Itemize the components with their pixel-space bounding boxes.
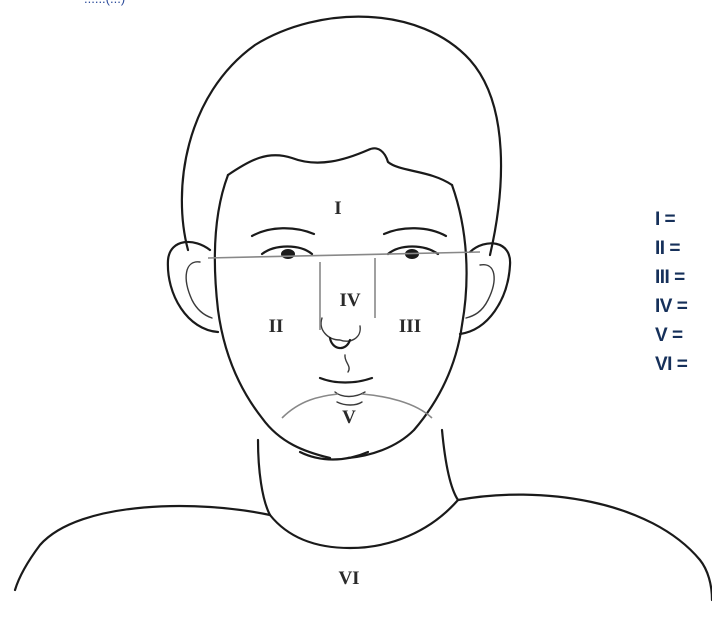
legend-item: III =	[655, 263, 687, 292]
legend-item: V =	[655, 321, 687, 350]
region-legend: I = II = III = IV = V = VI =	[655, 205, 687, 379]
region-label-chin: V	[342, 407, 356, 428]
region-label-forehead: I	[334, 198, 341, 219]
region-label-neck: VI	[338, 568, 359, 589]
legend-item: VI =	[655, 350, 687, 379]
legend-item: I =	[655, 205, 687, 234]
region-label-left-cheek: III	[399, 316, 421, 337]
legend-item: IV =	[655, 292, 687, 321]
region-label-right-cheek: II	[269, 316, 284, 337]
region-label-nose: IV	[339, 290, 360, 311]
legend-item: II =	[655, 234, 687, 263]
head-outline	[182, 17, 501, 460]
